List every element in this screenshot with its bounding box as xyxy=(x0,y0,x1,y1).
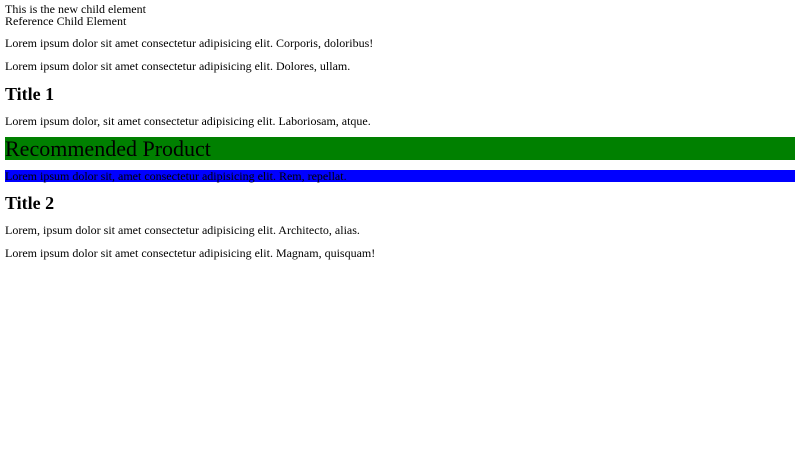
page-content: This is the new child element Reference … xyxy=(5,2,795,260)
new-child-element: This is the new child element xyxy=(5,2,146,16)
paragraph: Lorem ipsum dolor sit amet consectetur a… xyxy=(5,36,374,50)
reference-child-element: Reference Child Element xyxy=(5,13,127,28)
paragraph: Lorem ipsum dolor sit amet consectetur a… xyxy=(5,59,351,73)
title-1: Title 1 xyxy=(5,84,55,104)
paragraph: Lorem, ipsum dolor sit amet consectetur … xyxy=(5,223,360,237)
title-2: Title 2 xyxy=(5,193,55,213)
recommended-product-heading: Recommended Product xyxy=(5,137,795,160)
paragraph: Lorem ipsum dolor sit amet consectetur a… xyxy=(5,246,376,260)
paragraph: Lorem ipsum dolor, sit amet consectetur … xyxy=(5,114,371,128)
recommended-product-text: Lorem ipsum dolor sit, amet consectetur … xyxy=(5,170,795,182)
